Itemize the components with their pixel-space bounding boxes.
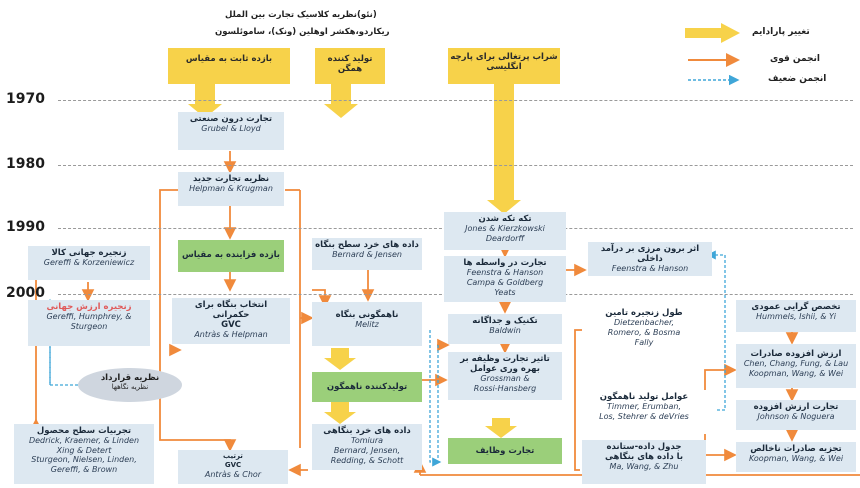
year-2000: 2000 [6,285,45,301]
year-line-1980 [58,165,853,166]
legend-strong-label: انجمن قوی [770,54,821,64]
box-increasing-returns: بازده فزاینده به مقیاس [178,240,284,272]
header-line2: ریکاردو،هکشر اوهلین (ونک)، ساموئلسون [215,27,390,37]
paradigm-wine-cloth: شراب پرتغالی برای پارچه انگلیسی [448,48,560,84]
box-heterogeneous-producer: تولیدکننده ناهمگون [312,372,422,402]
legend-paradigm-arrow [685,23,740,43]
paradigm-constant-returns: بازده ثابت به مقیاس [168,48,290,84]
year-1980: 1980 [6,156,45,172]
header-line1: (نئو)نظریه کلاسیک تجارت بین الملل [225,10,377,20]
year-1990: 1990 [6,219,45,235]
year-1970: 1970 [6,91,45,107]
paradigm-homogeneous-producer: تولید کننده همگن [315,48,385,84]
contract-theory-oval: نظریه قرارداد نظریه نگاهها [78,368,182,402]
legend-weak-label: انجمن ضعیف [768,74,827,84]
legend-paradigm-label: تغییر پارادایم [752,27,810,37]
box-trade-in-tasks: تجارت وظایف [448,438,562,464]
year-line-1970 [58,100,853,101]
